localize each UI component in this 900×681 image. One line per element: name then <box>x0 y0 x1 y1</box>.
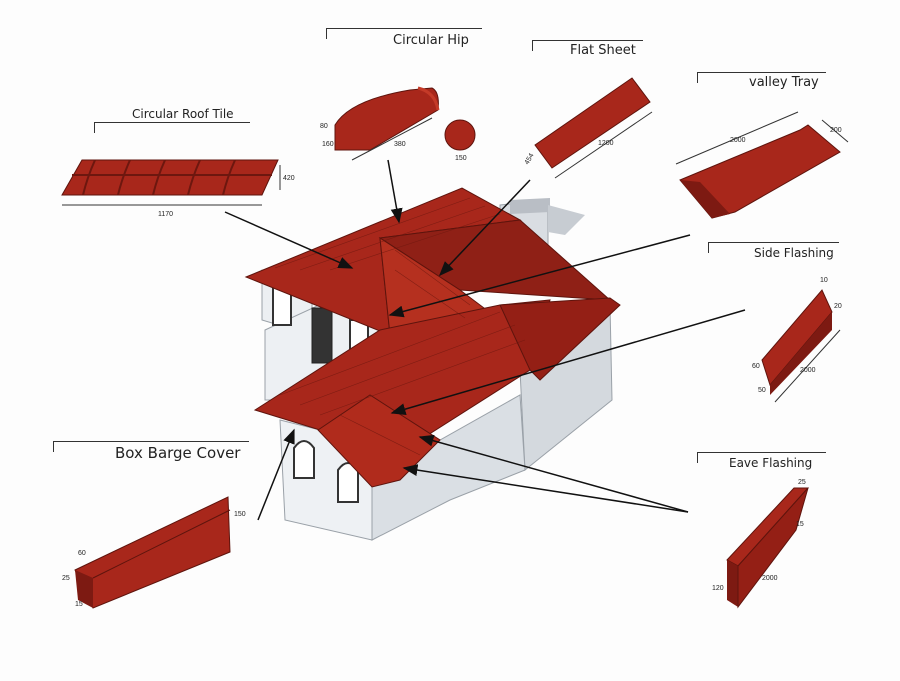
label-side-flashing: Side Flashing <box>754 246 834 260</box>
arrow-hip <box>387 159 403 224</box>
label-bracket <box>532 40 643 51</box>
dim-flat-width: 454 <box>524 152 536 166</box>
label-eave-flashing: Eave Flashing <box>729 456 813 470</box>
dim-barge-top: 60 <box>78 550 86 557</box>
dim-side-flange: 20 <box>834 303 842 310</box>
arrow-flat-sheet <box>438 179 531 277</box>
side-flashing-part: 10 20 60 50 2000 <box>752 277 842 403</box>
dim-eave-height: 120 <box>712 585 724 592</box>
label-bracket <box>697 452 826 463</box>
dim-side-top: 10 <box>820 277 828 284</box>
dim-barge-bottom: 15 <box>75 601 83 608</box>
arrow-eave-1 <box>418 434 689 513</box>
dim-barge-side: 25 <box>62 575 70 582</box>
arrow-valley <box>388 234 691 318</box>
dim-side-height: 60 <box>752 363 760 370</box>
label-flat-sheet: Flat Sheet <box>570 43 636 58</box>
label-circular-hip: Circular Hip <box>393 33 469 48</box>
dim-eave-top: 25 <box>798 479 806 486</box>
dim-tile-height: 420 <box>283 175 295 182</box>
house-illustration <box>244 187 621 541</box>
valley-tray-part: 2000 200 <box>675 111 849 219</box>
dim-side-bottom: 50 <box>758 387 766 394</box>
label-bracket <box>94 122 250 133</box>
circular-hip-part: 80 160 380 150 <box>320 86 476 162</box>
label-circular-roof-tile: Circular Roof Tile <box>132 107 234 121</box>
dim-hip-radius: 160 <box>322 141 334 148</box>
arrow-barge <box>257 428 295 521</box>
box-barge-cover-part: 60 25 15 150 <box>62 496 246 609</box>
dim-hip-end: 150 <box>455 155 467 162</box>
flat-sheet-part: 454 1200 <box>524 77 653 179</box>
dim-valley-width: 200 <box>830 127 842 134</box>
label-bracket <box>326 28 482 39</box>
dim-valley-length: 2000 <box>730 137 746 144</box>
label-bracket <box>708 242 839 253</box>
arrow-roof-tile <box>224 211 354 269</box>
dim-barge-height: 150 <box>234 511 246 518</box>
arrow-eave-2 <box>402 464 689 513</box>
eave-flashing-part: 25 15 120 2000 <box>712 479 810 609</box>
dim-eave-side: 15 <box>796 521 804 528</box>
pointer-arrows <box>224 159 746 521</box>
label-bracket <box>53 441 249 452</box>
dim-hip-length: 380 <box>394 141 406 148</box>
label-box-barge-cover: Box Barge Cover <box>115 444 241 462</box>
arrow-side-flashing <box>390 309 746 415</box>
circular-roof-tile-part: 1170 420 <box>61 159 295 218</box>
label-valley-tray: valley Tray <box>749 75 819 90</box>
dim-eave-length: 2000 <box>762 575 778 582</box>
dim-hip-height: 80 <box>320 123 328 130</box>
dim-tile-length: 1170 <box>158 211 173 218</box>
label-bracket <box>697 72 826 83</box>
dim-side-length: 2000 <box>800 367 816 374</box>
dim-flat-length: 1200 <box>598 140 614 147</box>
